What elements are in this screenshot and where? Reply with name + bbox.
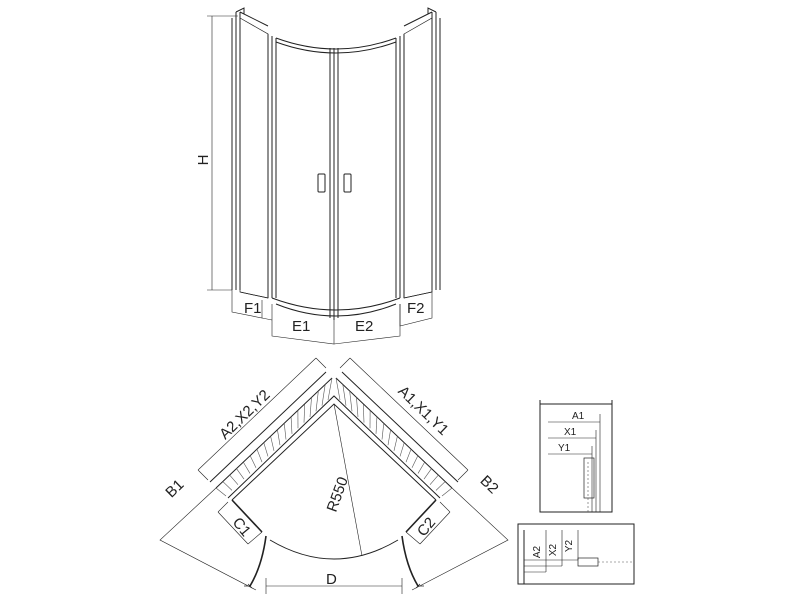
hatch-line <box>381 423 385 440</box>
hatch-line <box>263 442 269 457</box>
hatch-line <box>429 474 439 485</box>
hatch-line <box>315 390 319 412</box>
right-door-handle-icon <box>343 173 352 193</box>
hatch-line <box>375 416 378 434</box>
hatch-line <box>243 461 251 474</box>
elevation-view: H F1 E1 E2 F2 <box>195 7 441 345</box>
hatch-line <box>393 436 398 451</box>
detail-y2-label: Y2 <box>564 539 575 552</box>
hatch-line <box>283 423 287 440</box>
r550-label: R550 <box>324 475 352 515</box>
hatch-line <box>441 487 453 497</box>
e2-label: E2 <box>355 318 373 335</box>
profile-1-block <box>583 457 595 499</box>
b1-label: B1 <box>162 476 187 501</box>
hatch-line <box>411 455 419 468</box>
left-wall-hatch <box>215 377 333 497</box>
right-wall-hatch <box>335 377 453 497</box>
hatch-line <box>356 397 359 417</box>
hatch-line <box>387 429 391 446</box>
detail-x2-label: X2 <box>548 543 559 556</box>
detail-x1-label: X1 <box>564 427 577 438</box>
detail-a1-label: A1 <box>572 411 585 422</box>
hatch-line <box>277 429 281 446</box>
hatch-line <box>222 481 233 491</box>
hatch-line <box>435 481 446 491</box>
d-label: D <box>326 571 337 588</box>
a2x2y2-label: A2,X2,Y2 <box>216 387 273 443</box>
hatch-line <box>290 416 293 434</box>
plan-view: A2,X2,Y2 A1,X1,Y1 B1 B2 R550 C1 C2 D <box>159 357 509 594</box>
hatch-line <box>423 468 432 480</box>
f1-label: F1 <box>244 300 262 317</box>
hatch-line <box>405 449 412 463</box>
c1-label: C1 <box>229 514 254 540</box>
detail-profile-1: A1 X1 Y1 <box>539 400 613 513</box>
hatch-line <box>362 403 365 423</box>
detail-a2-label: A2 <box>532 545 543 558</box>
hatch-line <box>256 449 263 463</box>
hatch-line <box>249 455 257 468</box>
f2-label: F2 <box>407 300 425 317</box>
hatch-line <box>236 468 245 480</box>
hatch-line <box>309 397 312 417</box>
height-label: H <box>195 155 212 166</box>
detail-y1-label: Y1 <box>558 443 571 454</box>
hatch-line <box>303 403 306 423</box>
hatch-line <box>215 487 227 497</box>
b2-label: B2 <box>477 472 502 497</box>
detail-profile-2: A2 X2 Y2 <box>517 523 635 585</box>
hatch-line <box>229 474 239 485</box>
hatch-line <box>349 390 353 412</box>
hatch-line <box>270 436 275 451</box>
hatch-line <box>342 384 347 406</box>
e1-label: E1 <box>292 318 310 335</box>
hatch-line <box>417 461 425 474</box>
hatch-line <box>321 384 326 406</box>
hatch-line <box>327 377 333 401</box>
left-door-handle-icon <box>317 173 326 193</box>
c2-label: C2 <box>414 514 439 540</box>
hatch-line <box>335 377 341 401</box>
profile-2-block <box>577 557 599 567</box>
hatch-line <box>399 442 405 457</box>
